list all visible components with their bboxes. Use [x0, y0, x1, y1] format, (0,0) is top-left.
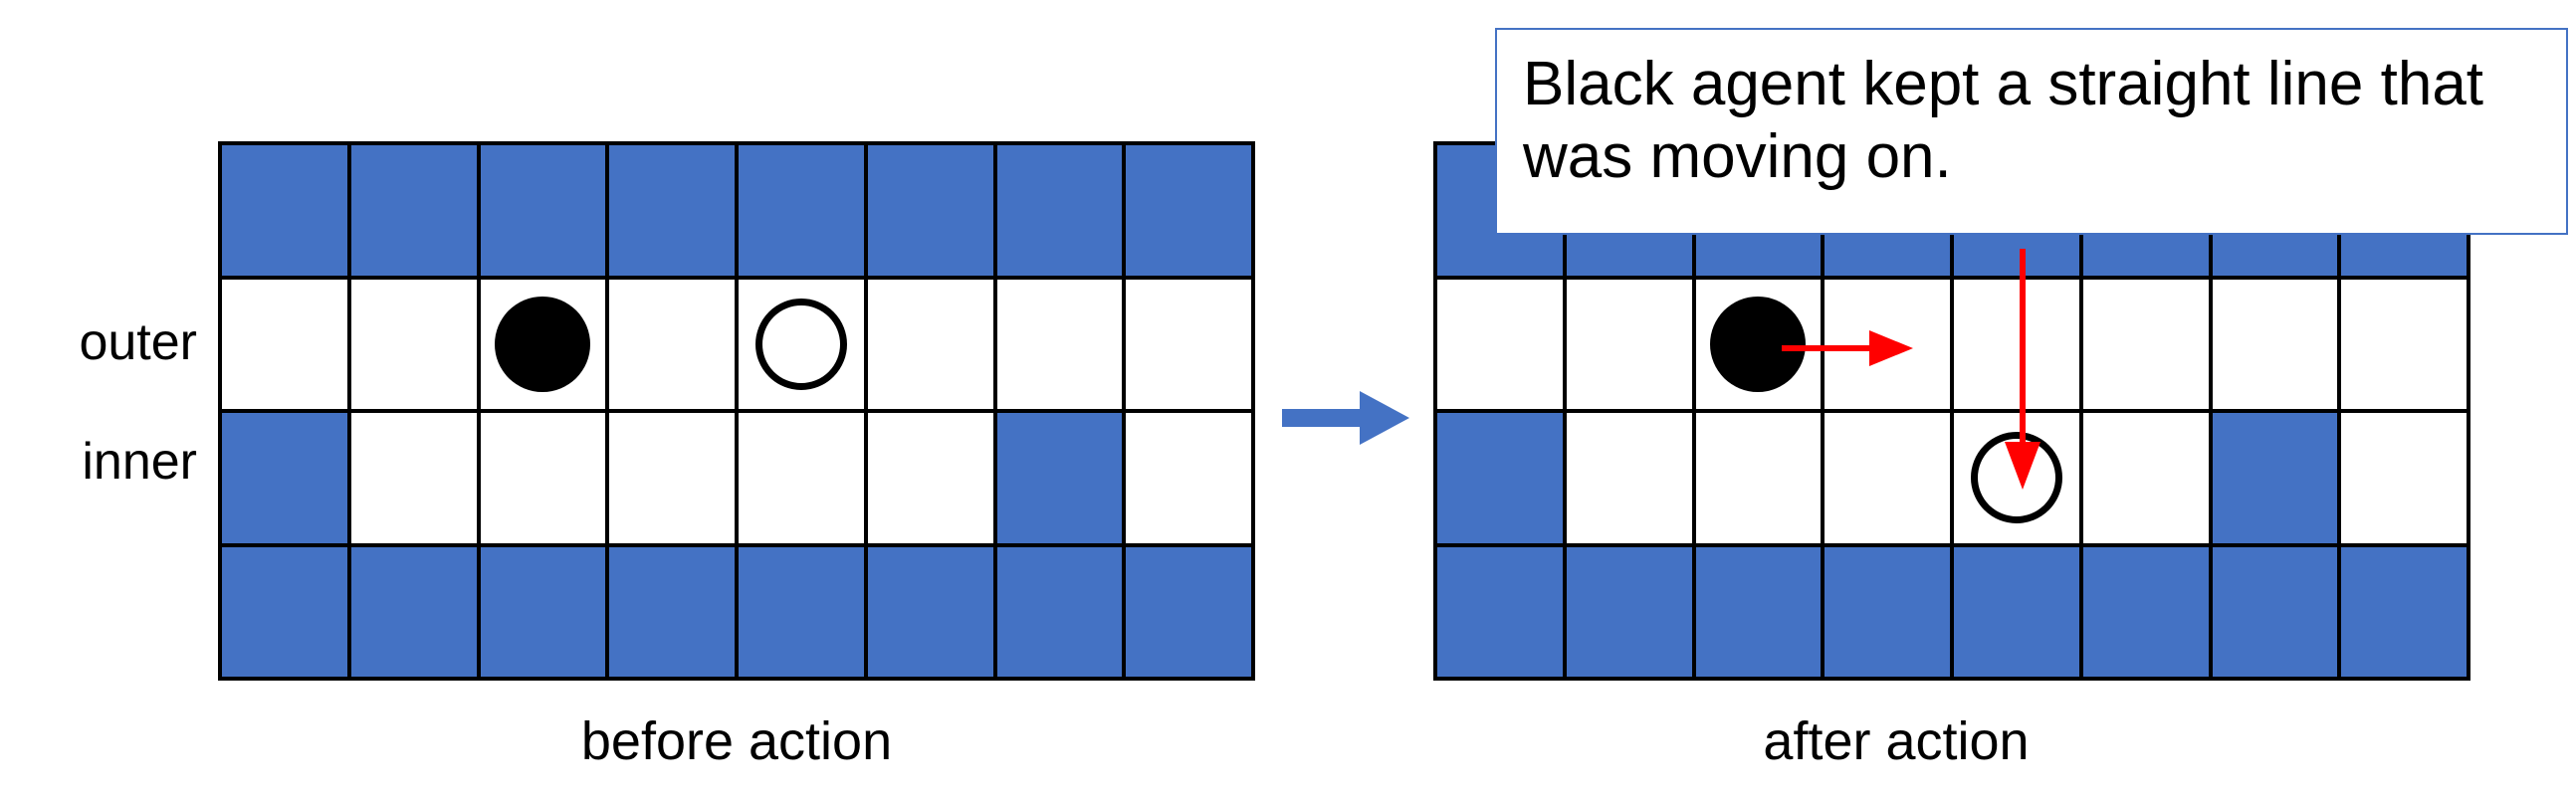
cell-r4c5 [739, 546, 864, 677]
cell-r2c8 [2341, 279, 2467, 409]
cell-r2c6 [2082, 279, 2209, 409]
cell-r2c1 [222, 279, 347, 409]
row-label-outer: outer [79, 313, 197, 371]
cell-r3c1 [222, 413, 347, 543]
cell-r2c6 [867, 279, 993, 409]
cell-r1c8 [1126, 145, 1251, 276]
cell-r4c6 [2082, 546, 2209, 677]
cell-r3c8 [1126, 413, 1251, 543]
cell-r4c3 [480, 546, 606, 677]
cell-r4c1 [1437, 546, 1563, 677]
cell-r3c8 [2341, 413, 2467, 543]
transition-right-arrow-icon [1282, 391, 1409, 445]
caption-before-action: before action [580, 711, 893, 771]
cell-r3c4 [1825, 413, 1950, 543]
cell-r3c6 [867, 413, 993, 543]
cell-r1c7 [996, 145, 1123, 276]
grid-before-action [218, 141, 1255, 681]
cell-r4c7 [2212, 546, 2338, 677]
cell-r3c5 [1954, 413, 2079, 543]
cell-r3c7 [2212, 413, 2338, 543]
cell-r4c8 [1126, 546, 1251, 677]
cell-r2c3 [480, 279, 606, 409]
cell-r4c5 [1954, 546, 2079, 677]
cell-r2c7 [2212, 279, 2338, 409]
callout-box: Black agent kept a straight line that wa… [1495, 28, 2568, 235]
cell-r2c7 [996, 279, 1123, 409]
cell-r4c2 [350, 546, 477, 677]
cell-r3c4 [609, 413, 735, 543]
cell-r2c4 [1825, 279, 1950, 409]
cell-r3c2 [350, 413, 477, 543]
row-label-inner: inner [82, 433, 197, 491]
cell-r1c1 [222, 145, 347, 276]
cell-r1c2 [350, 145, 477, 276]
cell-r2c1 [1437, 279, 1563, 409]
cell-r4c6 [867, 546, 993, 677]
cell-r1c3 [480, 145, 606, 276]
cell-r2c2 [1566, 279, 1692, 409]
cell-r3c3 [480, 413, 606, 543]
cell-r1c4 [609, 145, 735, 276]
cell-r2c4 [609, 279, 735, 409]
cell-r4c2 [1566, 546, 1692, 677]
cell-r3c6 [2082, 413, 2209, 543]
cell-r3c2 [1566, 413, 1692, 543]
cell-r2c5 [739, 279, 864, 409]
black-agent [1710, 296, 1807, 392]
cell-r2c3 [1695, 279, 1822, 409]
cell-r3c5 [739, 413, 864, 543]
cell-r4c4 [1825, 546, 1950, 677]
callout-text: Black agent kept a straight line that wa… [1523, 50, 2484, 192]
black-agent [495, 296, 591, 392]
white-agent [1970, 432, 2062, 524]
cell-r2c8 [1126, 279, 1251, 409]
cell-r4c4 [609, 546, 735, 677]
cell-r2c2 [350, 279, 477, 409]
cell-r4c8 [2341, 546, 2467, 677]
cell-r3c7 [996, 413, 1123, 543]
cell-r4c3 [1695, 546, 1822, 677]
cell-r2c5 [1954, 279, 2079, 409]
white-agent [754, 298, 847, 390]
cell-r4c7 [996, 546, 1123, 677]
cell-r3c3 [1695, 413, 1822, 543]
cell-r1c6 [867, 145, 993, 276]
cell-r3c1 [1437, 413, 1563, 543]
cell-r4c1 [222, 546, 347, 677]
caption-after-action: after action [1763, 711, 2030, 771]
cell-r1c5 [739, 145, 864, 276]
